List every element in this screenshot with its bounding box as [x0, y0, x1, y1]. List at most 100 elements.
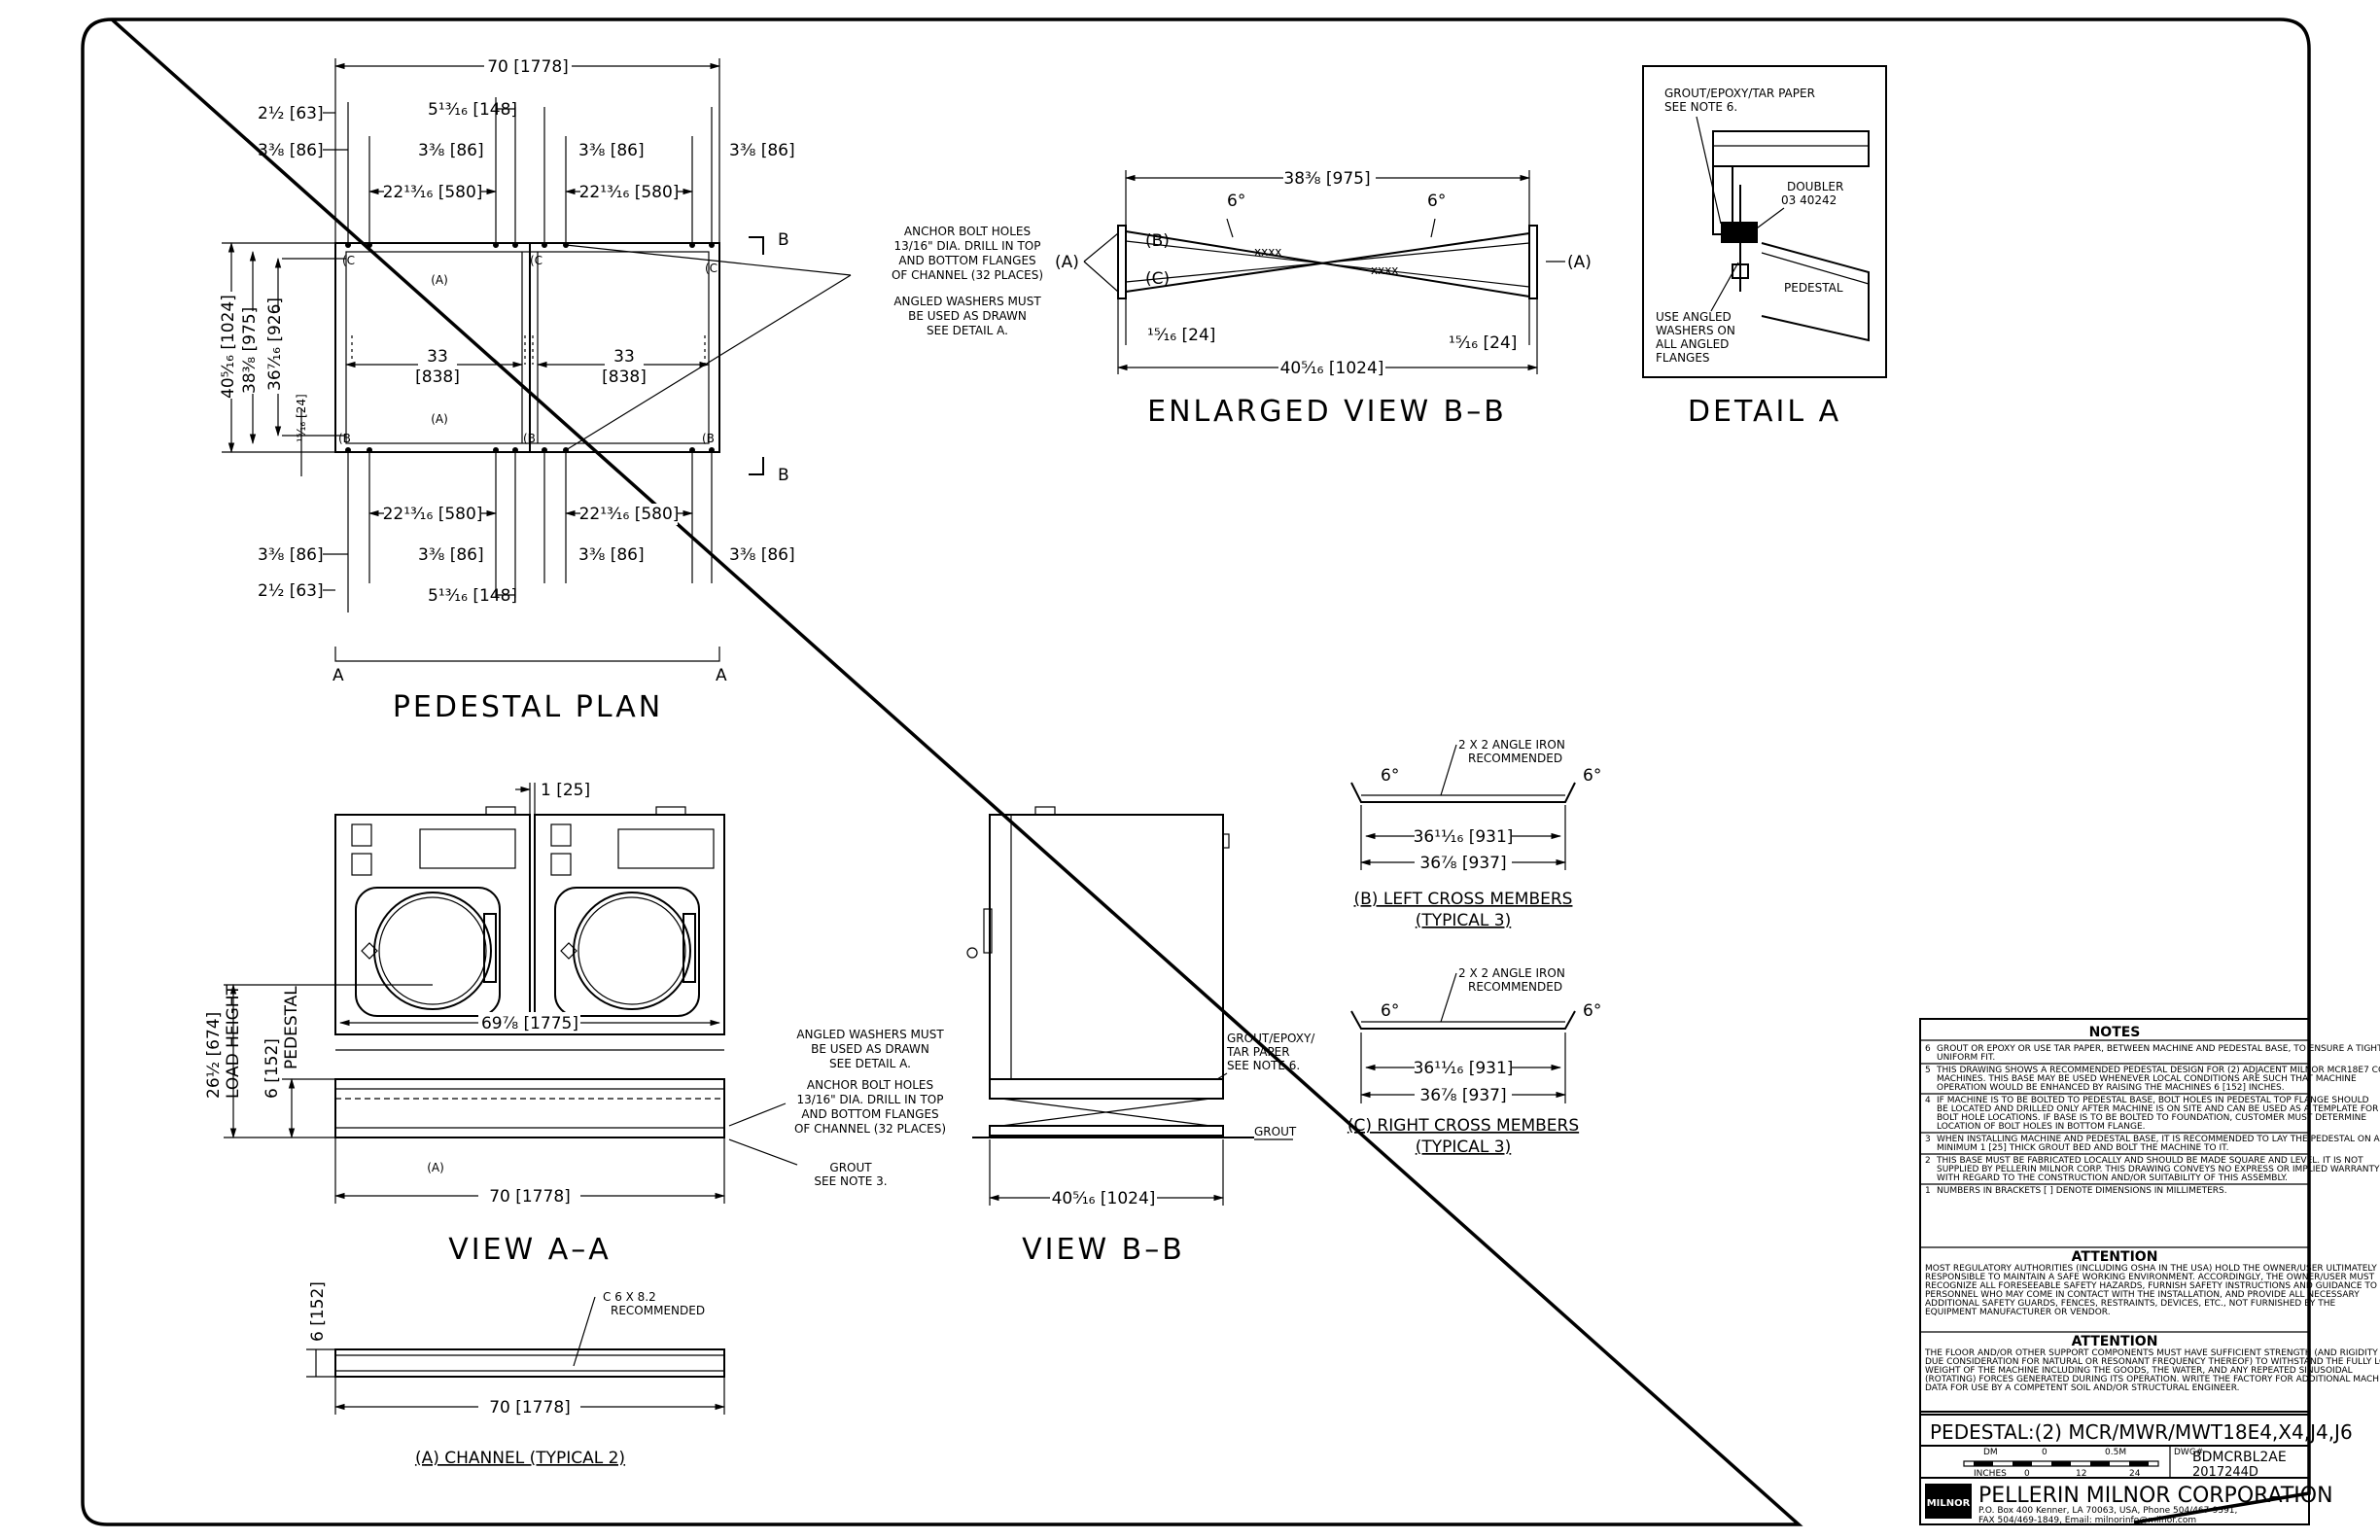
right-cross-members: 6° 6° 2 X 2 ANGLE IRON RECOMMENDED 36¹¹⁄… — [1348, 966, 1601, 1157]
detail-a: GROUT/EPOXY/TAR PAPER SEE NOTE 6. DOUBLE… — [1642, 65, 1887, 429]
note-line: BE LOCATED AND DRILLED ONLY AFTER MACHIN… — [1937, 1104, 2378, 1114]
plan-offset-bottom-4: 3⅜ [86] — [729, 545, 795, 565]
drawing-title: PEDESTAL:(2) MCR/MWR/MWT18E4,X4,J4,J6 — [1930, 1420, 2353, 1444]
viewbb-grout-3: SEE NOTE 6. — [1227, 1059, 1300, 1072]
note-line: THIS DRAWING SHOWS A RECOMMENDED PEDESTA… — [1936, 1066, 2380, 1075]
member-mark-c-left: (C — [342, 254, 355, 267]
attention-line: DATA FOR USE BY A COMPETENT SOIL AND/OR … — [1925, 1383, 2240, 1393]
left-cross-spec-2: RECOMMENDED — [1468, 752, 1562, 765]
enlarged-angle-right: 6° — [1427, 192, 1446, 211]
detail-washers-1: USE ANGLED — [1656, 310, 1732, 324]
right-cross-title: (C) RIGHT CROSS MEMBERS — [1348, 1116, 1579, 1136]
viewaa-load-height: 26½ [674] — [204, 1012, 224, 1099]
view-aa: (A) 1 [25] 69⅞ [1775] 70 [1778] 26½ [674… — [204, 781, 946, 1267]
attention-line: ADDITIONAL SAFETY GUARDS, FENCES, RESTRA… — [1925, 1299, 2335, 1309]
attention1-heading: ATTENTION — [2072, 1249, 2158, 1265]
plan-depth-inner: 36⁷⁄₁₆ [926] — [265, 298, 285, 391]
member-mark-a-top: (A) — [431, 273, 448, 287]
viewaa-note-washers-1: ANGLED WASHERS MUST — [796, 1028, 944, 1041]
plan-span-top-left: 22¹³⁄₁₆ [580] — [383, 183, 483, 202]
note-line: OPERATION WOULD BE ENHANCED BY RAISING T… — [1937, 1083, 2285, 1093]
member-mark-b-right: (B — [702, 432, 715, 445]
scale-24: 24 — [2129, 1469, 2141, 1479]
enlarged-bottom-dim: 40⁵⁄₁₆ [1024] — [1280, 359, 1384, 378]
plan-offset-top-1: 3⅜ [86] — [258, 141, 324, 160]
dwg-number: BDMCRBL2AE — [2192, 1450, 2287, 1465]
viewaa-pedestal-label: PEDESTAL — [282, 986, 301, 1069]
plan-offset-top-2: 3⅜ [86] — [418, 141, 484, 160]
attention-line: PERSONNEL WHO MAY COME IN CONTACT WITH T… — [1925, 1290, 2360, 1300]
attention-line: MOST REGULATORY AUTHORITIES (INCLUDING O… — [1925, 1264, 2377, 1274]
viewaa-note-anchor-4: OF CHANNEL (32 PLACES) — [794, 1122, 946, 1136]
plan-cell-width-right-mm: [838] — [602, 368, 647, 387]
attention-line: RECOGNIZE ALL FORESEEABLE SAFETY HAZARDS… — [1925, 1281, 2380, 1291]
plan-note-washers-3: SEE DETAIL A. — [927, 324, 1008, 337]
attention-line: RESPONSIBLE TO MAINTAIN A SAFE WORKING E… — [1925, 1273, 2375, 1282]
note-number: 4 — [1925, 1096, 1931, 1105]
plan-span-top-right: 22¹³⁄₁₆ [580] — [579, 183, 680, 202]
scale-half-meter: 0.5M — [2105, 1448, 2126, 1457]
left-cross-angle-right: 6° — [1583, 766, 1601, 786]
left-cross-title: (B) LEFT CROSS MEMBERS — [1354, 890, 1573, 909]
dwg-label: DWG# — [2174, 1448, 2203, 1457]
attention1-text: MOST REGULATORY AUTHORITIES (INCLUDING O… — [1925, 1264, 2380, 1317]
plan-offset-bottom-1: 3⅜ [86] — [258, 545, 324, 565]
detail-washers-3: ALL ANGLED — [1656, 337, 1729, 351]
plan-overall-width: 70 [1778] — [487, 57, 569, 77]
title-block: PEDESTAL:(2) MCR/MWR/MWT18E4,X4,J4,J6 DM… — [1919, 1414, 2353, 1525]
viewbb-grout-1: GROUT/EPOXY/ — [1227, 1032, 1315, 1045]
enlarged-view-title: ENLARGED VIEW B–B — [1147, 395, 1507, 429]
detail-washers-4: FLANGES — [1656, 351, 1710, 365]
attention-line: EQUIPMENT MANUFACTURER OR VENDOR. — [1925, 1308, 2111, 1317]
plan-side-offset: ¹⁵⁄₁₆ [24] — [295, 394, 308, 442]
note-number: 2 — [1925, 1156, 1931, 1166]
plan-note-anchor-3: AND BOTTOM FLANGES — [898, 254, 1035, 267]
note-line: IF MACHINE IS TO BE BOLTED TO PEDESTAL B… — [1937, 1096, 2369, 1105]
viewaa-note-grout-2: SEE NOTE 3. — [814, 1174, 887, 1188]
viewaa-gap: 1 [25] — [541, 781, 590, 800]
viewaa-overall-width: 70 [1778] — [489, 1187, 571, 1207]
note-line: MACHINES. THIS BASE MAY BE USED WHENEVER… — [1937, 1074, 2357, 1084]
note-line: WITH REGARD TO THE CONSTRUCTION AND/OR S… — [1937, 1173, 2288, 1183]
enlarged-mark-b: (B) — [1145, 231, 1170, 251]
viewaa-note-anchor-3: AND BOTTOM FLANGES — [801, 1107, 938, 1121]
left-cross-angle-left: 6° — [1381, 766, 1399, 786]
note-number: 5 — [1925, 1066, 1931, 1075]
viewaa-load-label: LOAD HEIGHT — [224, 984, 243, 1099]
section-mark-a-right: A — [716, 666, 727, 685]
plan-edge-bottom: 2½ [63] — [258, 581, 324, 601]
plan-gap-top: 5¹³⁄₁₆ [148] — [428, 100, 517, 120]
note-line: UNIFORM FIT. — [1937, 1053, 1995, 1063]
right-cross-spec-2: RECOMMENDED — [1468, 980, 1562, 994]
enlarged-view-b: xxxx xxxx (B) (C) (A) (A) 38⅜ [975] 6° 6… — [1055, 167, 1592, 429]
viewaa-note-anchor-1: ANCHOR BOLT HOLES — [807, 1078, 933, 1092]
member-mark-a-bottom: (A) — [431, 412, 448, 426]
viewbb-grout-label: GROUT — [1254, 1125, 1297, 1138]
scale-zero: 0 — [2042, 1448, 2048, 1457]
view-aa-title: VIEW A–A — [448, 1233, 612, 1267]
sheet-border — [81, 18, 2311, 1526]
plan-cell-width-left: 33 — [427, 347, 448, 367]
channel-width: 70 [1778] — [489, 1398, 571, 1418]
note-line: SUPPLIED BY PELLERIN MILNOR CORP. THIS D… — [1937, 1165, 2380, 1174]
company-address-2: FAX 504/469-1849, Email: milnorinfo@miln… — [1978, 1516, 2196, 1525]
note-line: GROUT OR EPOXY OR USE TAR PAPER, BETWEEN… — [1937, 1044, 2380, 1054]
pedestal-plan: (A) (A) (C (C (C (B (B (B 70 [1778] 2½ [… — [219, 55, 1043, 724]
plan-note-anchor-4: OF CHANNEL (32 PLACES) — [892, 268, 1043, 282]
enlarged-angle-left: 6° — [1227, 192, 1245, 211]
plan-note-anchor-1: ANCHOR BOLT HOLES — [904, 225, 1031, 238]
plan-gap-bottom: 5¹³⁄₁₆ [148] — [428, 586, 517, 606]
detail-doubler-1: DOUBLER — [1787, 180, 1843, 193]
company-name: PELLERIN MILNOR CORPORATION — [1978, 1484, 2333, 1508]
section-mark-b-top: B — [778, 230, 789, 250]
viewaa-note-washers-3: SEE DETAIL A. — [829, 1057, 911, 1070]
scale-inches: INCHES — [1974, 1469, 2007, 1479]
viewaa-pedestal-height: 6 [152] — [262, 1038, 282, 1099]
attention2-heading: ATTENTION — [2072, 1334, 2158, 1349]
plan-depth-mid: 38⅜ [975] — [240, 307, 260, 394]
detail-a-title: DETAIL A — [1688, 395, 1841, 429]
channel-height: 6 [152] — [308, 1281, 328, 1342]
scale-dm: DM — [1983, 1448, 1998, 1457]
